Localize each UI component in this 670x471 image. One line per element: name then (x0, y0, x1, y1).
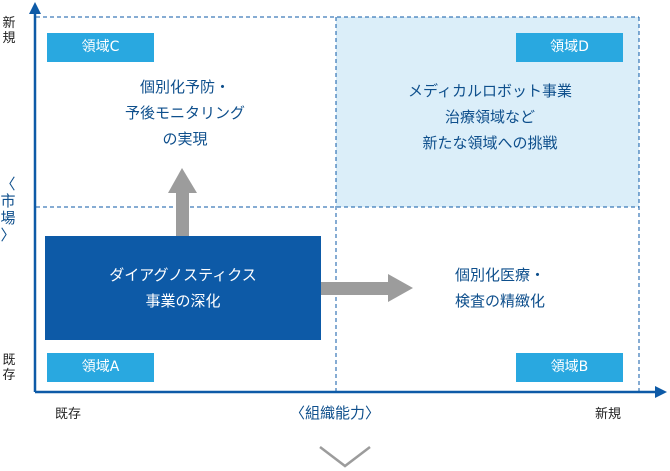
arrow-right-shaft (320, 282, 392, 295)
quadrant-c-line: 予後モニタリング (124, 104, 245, 122)
x-axis-new-label: 新規 (595, 407, 622, 422)
badge-quadrant-b: 領域B (516, 353, 623, 382)
core-business-line: 事業の深化 (145, 292, 221, 310)
arrow-up-head (168, 168, 197, 193)
badge-quadrant-d: 領域D (516, 33, 623, 62)
arrow-up-shaft (176, 191, 189, 237)
core-business-box: ダイアグノスティクス 事業の深化 (45, 236, 321, 340)
quadrant-d-line: 治療領域など (444, 108, 535, 126)
y-axis-existing-label: 既 存 (2, 353, 16, 383)
arrow-right-head (388, 274, 413, 302)
badge-quadrant-c: 領域C (47, 33, 154, 62)
quadrant-c-line: の実現 (162, 130, 208, 148)
core-business-line: ダイアグノスティクス (109, 266, 257, 284)
quadrant-b-text: 個別化医療・ 検査の精緻化 (420, 262, 580, 314)
quadrant-d-line: 新たな領域への挑戦 (422, 134, 558, 152)
y-axis-arrowhead (29, 2, 41, 14)
quadrant-b-line: 検査の精緻化 (454, 292, 545, 310)
quadrant-c-line: 個別化予防・ (139, 78, 230, 96)
quadrant-d-line: メディカルロボット事業 (408, 82, 572, 100)
y-axis-new-label: 新 規 (2, 16, 16, 46)
badge-quadrant-a: 領域A (47, 353, 154, 382)
y-axis-title: 〈 市 場 〉 (0, 175, 16, 244)
x-axis-arrowhead (655, 386, 667, 398)
chevron-down-icon (319, 446, 371, 468)
x-axis-existing-label: 既存 (55, 407, 82, 422)
quadrant-c-text: 個別化予防・ 予後モニタリング の実現 (90, 74, 280, 152)
x-axis-title: 〈組織能力〉 (289, 404, 380, 422)
quadrant-b-line: 個別化医療・ (454, 266, 545, 284)
quadrant-d-text: メディカルロボット事業 治療領域など 新たな領域への挑戦 (370, 78, 610, 156)
